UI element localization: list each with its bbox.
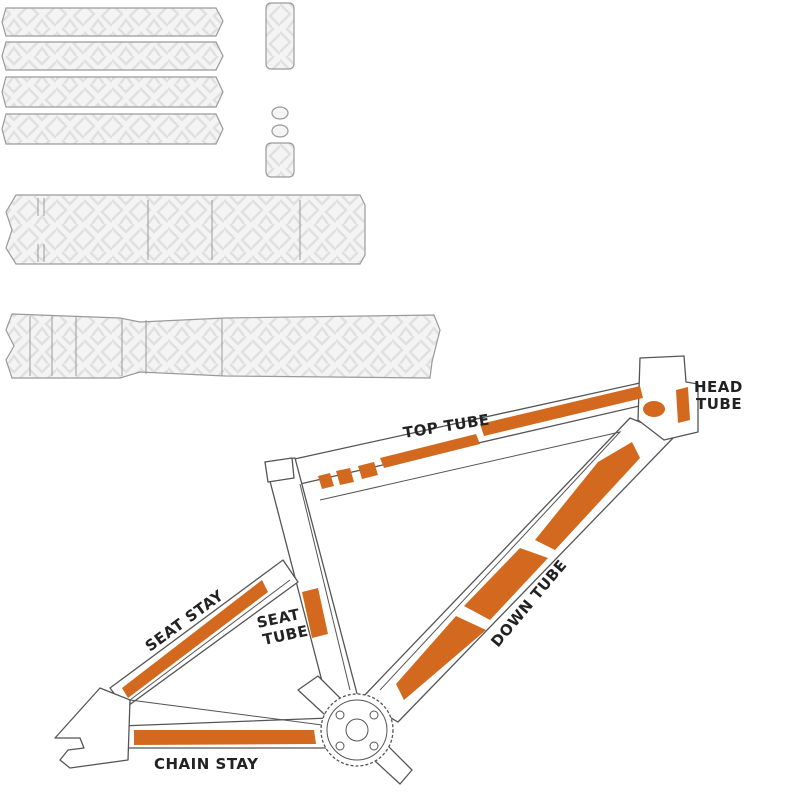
top-tube-protector-seg-2 xyxy=(336,468,354,485)
seat-tube-protector xyxy=(302,588,328,638)
label-head-tube-1: HEAD xyxy=(694,378,743,396)
strip-piece-4 xyxy=(1,113,224,145)
protector-sheet xyxy=(1,2,441,379)
frame-protectors xyxy=(122,386,690,745)
strip-piece-2 xyxy=(1,41,224,71)
head-tube-protector xyxy=(676,387,690,423)
top-tube-protector-main xyxy=(480,386,643,436)
head-tube xyxy=(637,355,699,441)
down-tube-protector-upper xyxy=(535,442,640,550)
label-chain-stay: CHAIN STAY xyxy=(154,755,259,773)
down-tube-protector-lower xyxy=(396,616,486,700)
label-head-tube-2: TUBE xyxy=(696,395,742,413)
head-tube-oval-protector xyxy=(643,401,665,417)
top-tube-protector-seg-1 xyxy=(318,473,334,489)
strip-piece-1 xyxy=(1,7,224,37)
rear-dropout xyxy=(54,687,131,769)
bike-frame xyxy=(54,355,699,785)
seat-stay-protector xyxy=(122,580,268,698)
top-tube-protector-seg-3 xyxy=(358,462,378,479)
oval-piece-2 xyxy=(271,124,289,138)
oval-piece-1 xyxy=(271,106,289,120)
chain-stay-protector xyxy=(134,730,316,745)
large-piece-lower xyxy=(5,313,441,379)
large-piece-upper xyxy=(5,194,366,265)
seat-clamp xyxy=(264,457,295,483)
small-square-piece xyxy=(265,142,295,178)
top-tube-protector-mid xyxy=(380,434,480,468)
small-rect-piece xyxy=(265,2,295,70)
down-tube-protector-mid xyxy=(464,548,548,620)
strip-piece-3 xyxy=(1,76,224,108)
